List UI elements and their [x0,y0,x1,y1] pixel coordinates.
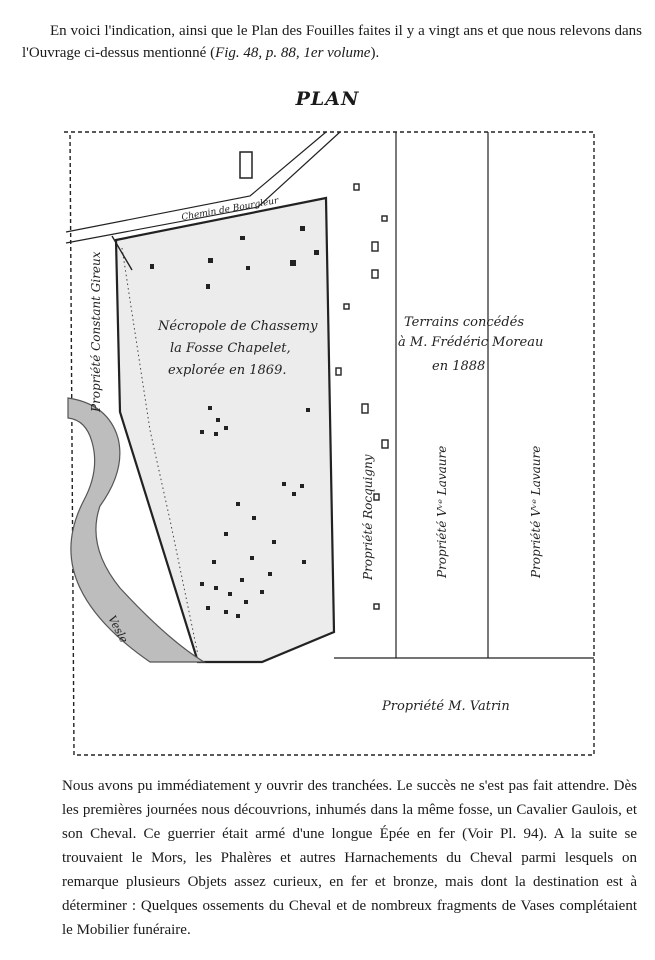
grave-markers [150,226,319,618]
outro-paragraph: Nous avons pu immédiatement y ouvrir des… [62,774,637,942]
necropole-line-2: la Fosse Chapelet, [170,341,291,356]
terrains-line-2: à M. Frédéric Moreau [398,335,543,350]
plot-dotted-line [121,247,199,656]
vatrin-label: Propriété M. Vatrin [381,699,510,714]
rocquigny-markers [335,183,389,610]
river [67,397,207,663]
intro-text-after: ). [370,45,380,61]
road-line-top [65,131,327,233]
road-line-bottom [65,131,341,244]
terrains-line-3: en 1888 [432,359,485,374]
map-outer-border [64,131,595,756]
plot-north-arrow [111,235,133,271]
outro-text: Nous avons pu immédiatement y ouvrir des… [62,778,637,938]
plan-title: PLAN [295,88,360,110]
small-building [239,151,253,179]
intro-paragraph: En voici l'indication, ainsi que le Plan… [22,20,642,64]
lavaure-label-2: Propriété Vᵛᵉ Lavaure [529,446,543,579]
lavaure-label-1: Propriété Vᵛᵉ Lavaure [435,446,449,579]
figure-reference: Fig. 48, p. 88, 1er volume [215,45,371,61]
terrains-line-1: Terrains concédés [404,315,524,330]
necropole-line-1: Nécropole de Chassemy [157,319,318,334]
necropole-line-3: explorée en 1869. [168,363,286,378]
intro-text-before: En voici l'indication, ainsi que le Plan… [22,23,642,61]
rocquigny-label: Propriété Rocquigny [361,454,375,581]
constant-gireux-label: Propriété Constant Gireux [89,251,103,413]
